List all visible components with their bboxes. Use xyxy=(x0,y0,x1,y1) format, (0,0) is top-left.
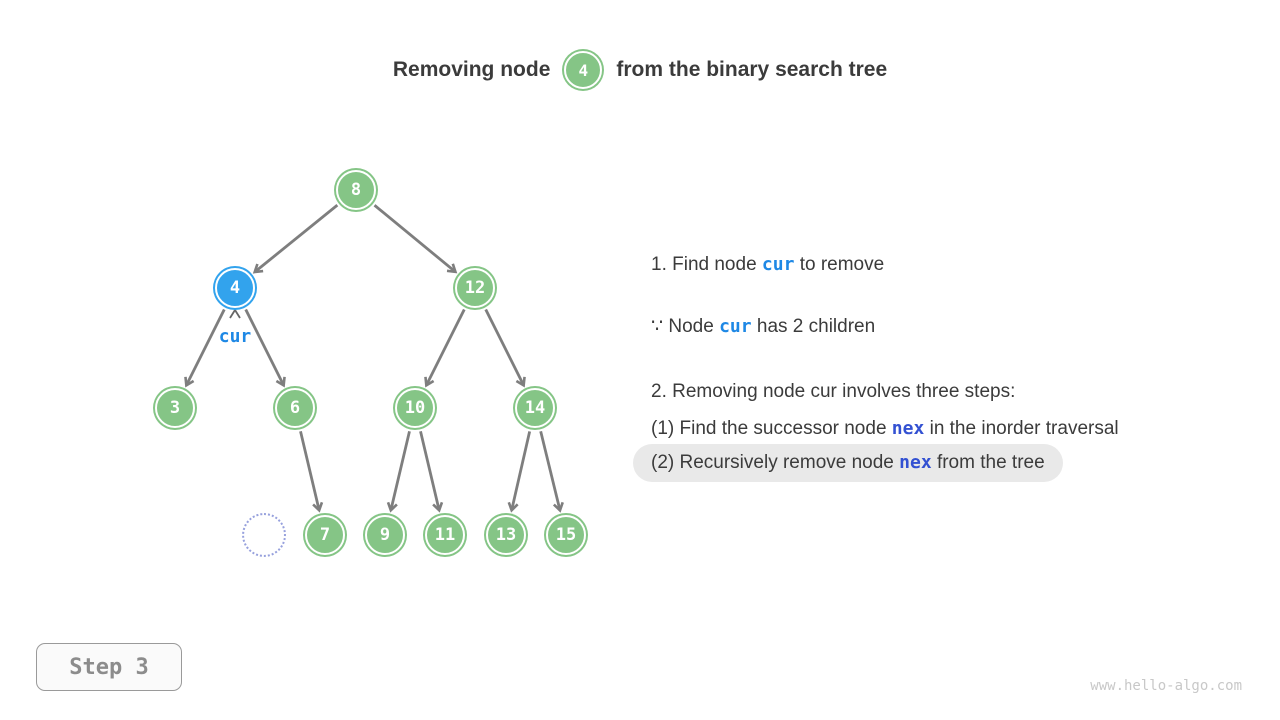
note-line-1: 1. Find node cur to remove xyxy=(633,248,902,282)
step-badge: Step 3 xyxy=(36,643,182,691)
note-text: 1. Find node xyxy=(651,254,762,275)
tree-edge-14-13 xyxy=(507,431,532,513)
title-suffix: from the binary search tree xyxy=(616,58,888,81)
note-line-5-highlighted: (2) Recursively remove node nex from the… xyxy=(633,444,1063,482)
cur-pointer-label: cur xyxy=(218,326,252,347)
slide-title: Removing node 4 from the binary search t… xyxy=(0,51,1280,89)
tree-edge-8-4 xyxy=(252,204,339,274)
tree-edge-10-9 xyxy=(386,431,411,513)
note-text: (2) Recursively remove node xyxy=(651,452,900,473)
cur-pointer-caret-icon xyxy=(229,308,241,319)
tree-node-14: 14 xyxy=(515,388,555,428)
tree-edge-4-3 xyxy=(184,308,226,388)
note-line-3: 2. Removing node cur involves three step… xyxy=(633,375,1033,409)
tree-node-8: 8 xyxy=(336,170,376,210)
tree-edge-12-14 xyxy=(484,308,526,388)
note-line-4: (1) Find the successor node nex in the i… xyxy=(633,412,1137,446)
tree-node-12: 12 xyxy=(455,268,495,308)
title-node-circle: 4 xyxy=(564,51,603,89)
tree-edge-4-6 xyxy=(244,308,286,388)
tree-edge-8-12 xyxy=(373,204,458,274)
note-text: ∵ Node xyxy=(651,316,720,337)
tree-node-7: 7 xyxy=(305,515,345,555)
removed-node-placeholder xyxy=(242,513,286,557)
title-node-value: 4 xyxy=(578,60,589,80)
tree-node-11: 11 xyxy=(425,515,465,555)
watermark: www.hello-algo.com xyxy=(1090,678,1242,694)
tree-node-3: 3 xyxy=(155,388,195,428)
keyword-cur: cur xyxy=(761,254,795,275)
tree-edge-14-15 xyxy=(539,430,564,513)
tree-node-13: 13 xyxy=(486,515,526,555)
note-text: from the tree xyxy=(931,452,1045,473)
keyword-cur: cur xyxy=(719,316,752,337)
tree-edge-12-10 xyxy=(424,308,466,388)
keyword-nex: nex xyxy=(899,452,932,473)
note-text: in the inorder traversal xyxy=(924,418,1119,439)
tree-node-4: 4 xyxy=(215,268,255,308)
note-line-2: ∵ Node cur has 2 children xyxy=(633,310,893,344)
tree-node-15: 15 xyxy=(546,515,586,555)
note-text: to remove xyxy=(794,254,885,275)
note-text: 2. Removing node cur involves three step… xyxy=(651,381,1016,402)
tree-edge-6-7 xyxy=(299,431,324,513)
tree-node-9: 9 xyxy=(365,515,405,555)
tree-node-6: 6 xyxy=(275,388,315,428)
tree-edge-10-11 xyxy=(419,431,444,513)
note-text: (1) Find the successor node xyxy=(651,418,892,439)
title-prefix: Removing node xyxy=(392,58,551,81)
tree-node-10: 10 xyxy=(395,388,435,428)
keyword-nex: nex xyxy=(891,418,925,439)
step-badge-label: Step 3 xyxy=(69,654,149,680)
note-text: has 2 children xyxy=(751,316,876,337)
